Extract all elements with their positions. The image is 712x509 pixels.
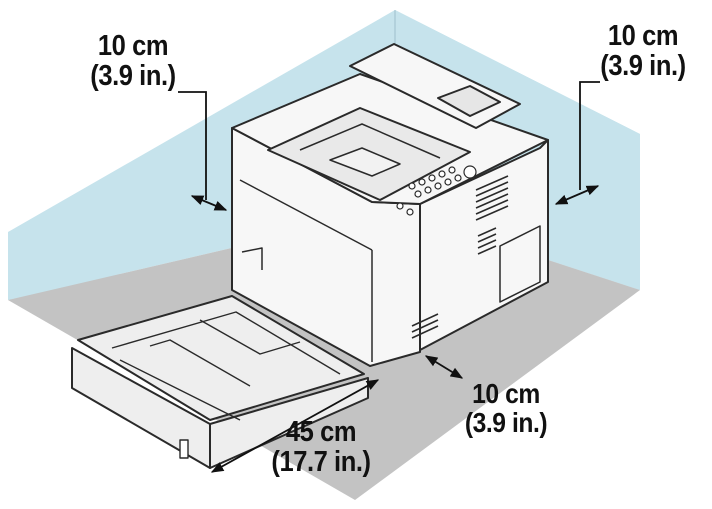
right-clearance-label: 10 cm (3.9 in.) xyxy=(577,20,709,82)
tray-depth-imperial: (17.7 in.) xyxy=(271,445,371,478)
tray-depth-metric: 45 cm xyxy=(285,416,357,448)
depth-arrow xyxy=(210,379,380,473)
left-clearance-imperial: (3.9 in.) xyxy=(90,59,176,92)
keypad xyxy=(396,165,477,216)
dimension-lines xyxy=(178,81,600,473)
right-leader xyxy=(579,81,600,190)
left-clearance-metric: 10 cm xyxy=(97,30,169,62)
left-leader xyxy=(178,91,207,200)
back-clearance-imperial: (3.9 in.) xyxy=(464,406,548,438)
right-clearance-metric: 10 cm xyxy=(607,20,679,52)
printer xyxy=(231,43,549,367)
left-clearance-label: 10 cm (3.9 in.) xyxy=(67,30,199,92)
side-vents xyxy=(411,175,509,339)
tray-depth-label: 45 cm (17.7 in.) xyxy=(255,416,387,478)
right-clearance-arrow xyxy=(554,185,600,205)
side-access-door xyxy=(499,225,541,303)
right-clearance-imperial: (3.9 in.) xyxy=(600,49,686,82)
control-panel-display xyxy=(437,85,501,117)
back-clearance-metric: 10 cm xyxy=(472,378,540,409)
back-clearance-arrow xyxy=(424,355,464,379)
left-wall-strip xyxy=(8,212,120,300)
left-clearance-arrow xyxy=(190,195,228,211)
back-clearance-label: 10 cm (3.9 in.) xyxy=(453,378,559,438)
